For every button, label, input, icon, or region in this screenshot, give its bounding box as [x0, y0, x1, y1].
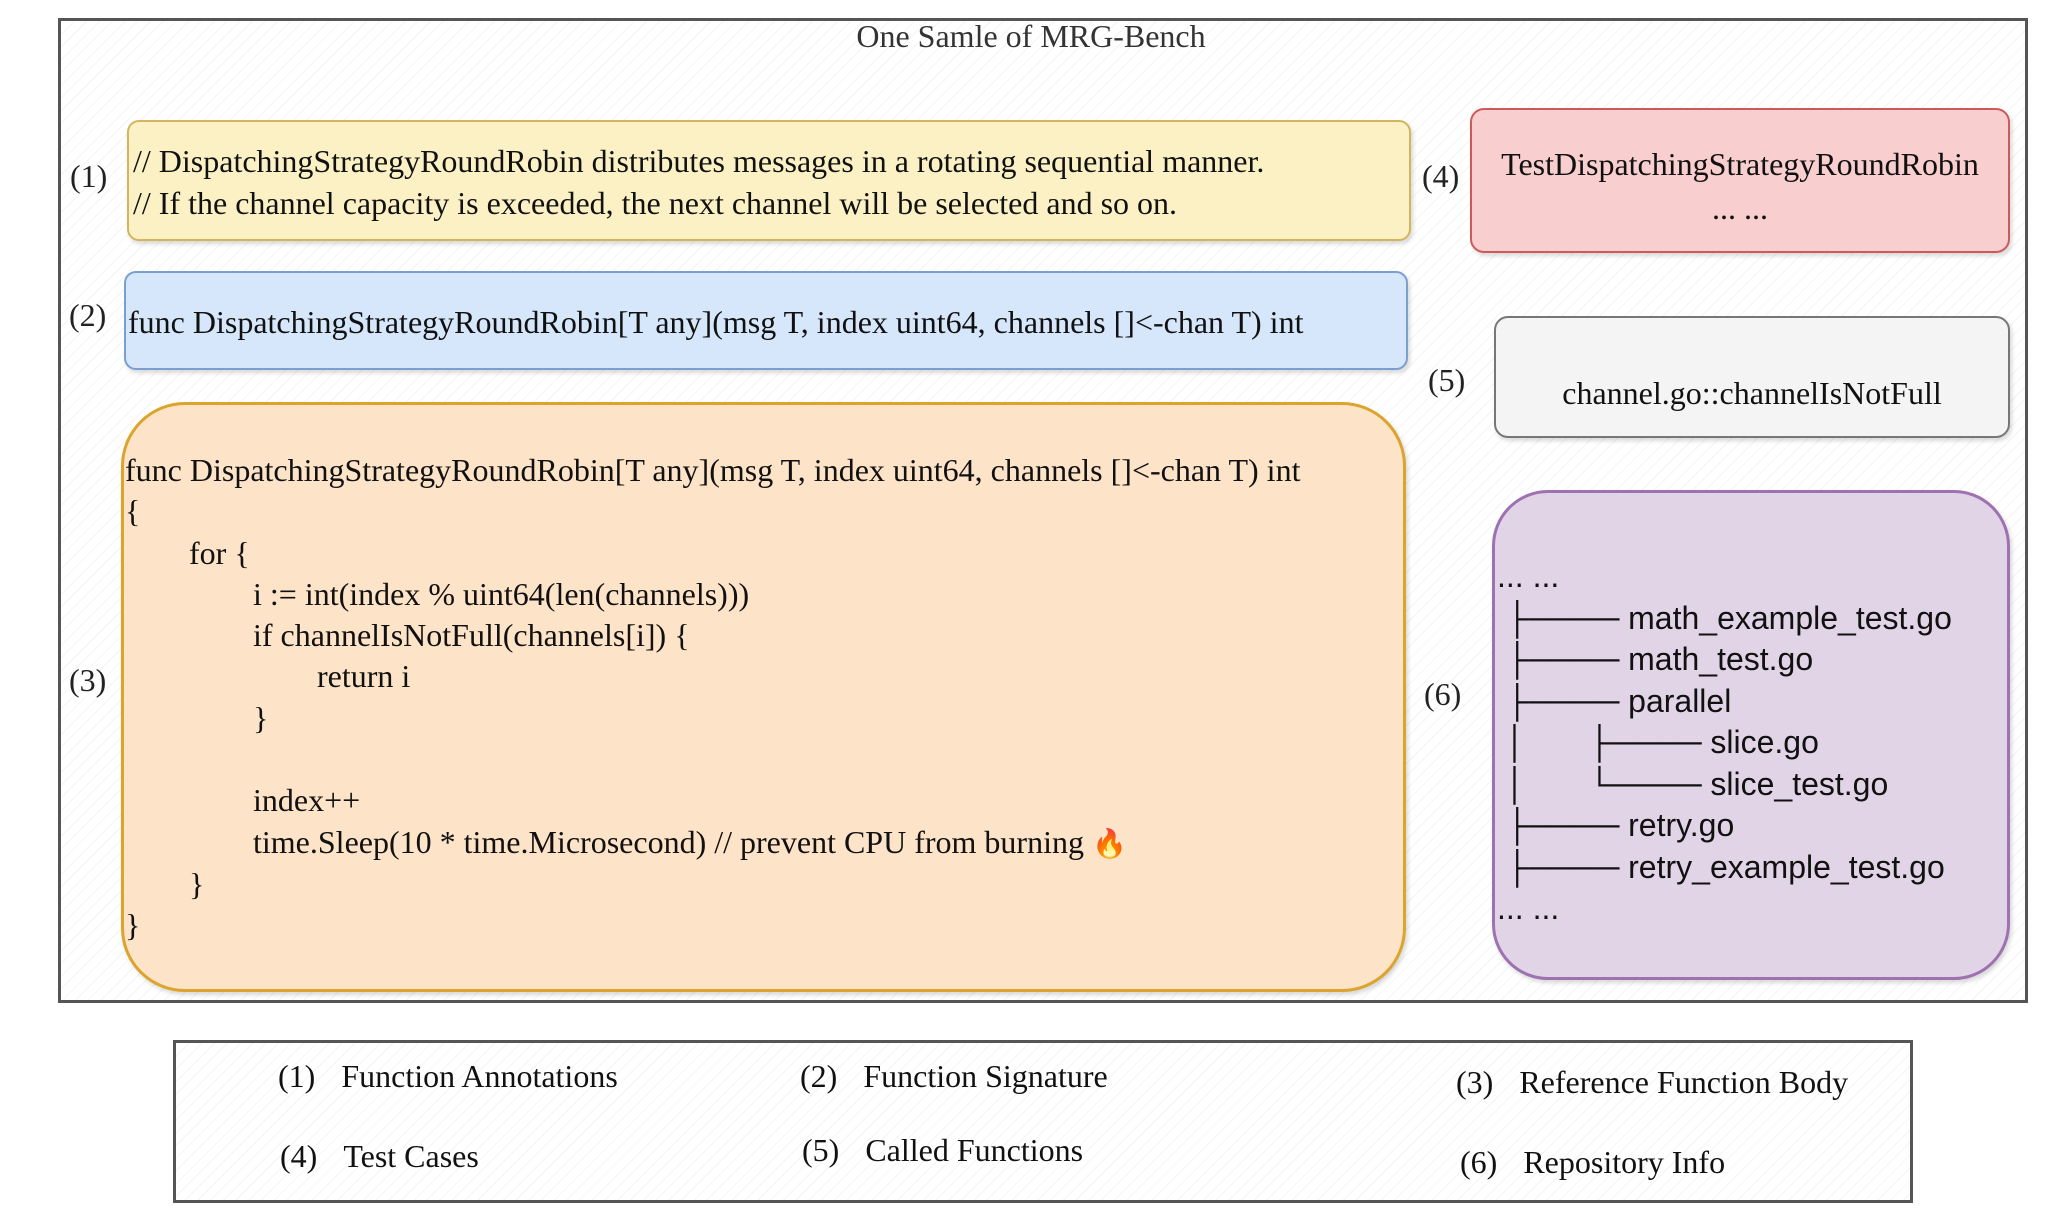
- diagram-title: One Samle of MRG-Bench: [856, 18, 1206, 54]
- tree-line: ├──── math_example_test.go: [1497, 599, 1952, 636]
- test-case-ellipsis: ... ...: [1712, 190, 1768, 226]
- function-annotations-box: // DispatchingStrategyRoundRobin distrib…: [127, 120, 1411, 241]
- tree-line: ... ...: [1497, 890, 1560, 926]
- legend-item-2: (2) Function Signature: [800, 1058, 1108, 1095]
- code-line: }: [125, 699, 269, 736]
- label-1: (1): [70, 158, 108, 194]
- legend-num: (2): [800, 1058, 838, 1094]
- reference-body-code: func DispatchingStrategyRoundRobin[T any…: [125, 450, 1300, 947]
- legend-text: Function Annotations: [341, 1058, 618, 1094]
- label-5: (5): [1428, 362, 1466, 398]
- tree-line: ├──── retry.go: [1497, 807, 1735, 843]
- called-function-text: channel.go::channelIsNotFull: [1562, 375, 1942, 411]
- called-functions-box: channel.go::channelIsNotFull: [1494, 316, 2010, 438]
- reference-body-box: [121, 402, 1406, 992]
- legend-frame: [173, 1040, 1913, 1203]
- code-line: index++: [125, 782, 361, 819]
- code-line: [125, 739, 1300, 780]
- code-line: for {: [125, 534, 250, 571]
- label-6: (6): [1424, 676, 1462, 712]
- legend-text: Repository Info: [1523, 1144, 1726, 1180]
- label-2: (2): [69, 297, 107, 333]
- code-line: }: [125, 907, 141, 944]
- legend-text: Called Functions: [865, 1132, 1084, 1168]
- legend-num: (3): [1456, 1064, 1494, 1100]
- code-line-with-icon: time.Sleep(10 * time.Microsecond) // pre…: [125, 822, 1300, 864]
- legend-num: (5): [802, 1132, 840, 1168]
- tree-line: ├──── retry_example_test.go: [1497, 848, 1945, 885]
- code-line: i := int(index % uint64(len(channels))): [125, 575, 750, 612]
- label-3: (3): [69, 662, 107, 698]
- repository-info-box: [1492, 490, 2010, 980]
- code-line: if channelIsNotFull(channels[i]) {: [125, 617, 690, 654]
- annotation-line-2: // If the channel capacity is exceeded, …: [133, 185, 1178, 221]
- tree-line: │ ├──── slice.go: [1497, 724, 1819, 760]
- annotation-line-1: // DispatchingStrategyRoundRobin distrib…: [133, 143, 1265, 179]
- tree-line: │ └──── slice_test.go: [1497, 765, 1889, 802]
- fire-icon: 🔥: [1091, 826, 1127, 860]
- legend-item-1: (1) Function Annotations: [278, 1058, 618, 1095]
- tree-line: ├──── math_test.go: [1497, 641, 1814, 677]
- function-signature-box: func DispatchingStrategyRoundRobin[T any…: [124, 271, 1408, 370]
- legend-text: Reference Function Body: [1519, 1064, 1849, 1100]
- code-line: }: [125, 865, 205, 902]
- signature-text: func DispatchingStrategyRoundRobin[T any…: [128, 304, 1304, 340]
- legend-item-6: (6) Repository Info: [1460, 1144, 1725, 1181]
- test-case-name: TestDispatchingStrategyRoundRobin: [1501, 146, 1979, 182]
- legend-text: Function Signature: [863, 1058, 1108, 1094]
- legend-item-3: (3) Reference Function Body: [1456, 1064, 1848, 1101]
- label-4: (4): [1422, 158, 1460, 194]
- legend-num: (1): [278, 1058, 316, 1094]
- code-line: return i: [125, 658, 411, 695]
- legend-text: Test Cases: [343, 1138, 479, 1174]
- test-cases-box: TestDispatchingStrategyRoundRobin ... ...: [1470, 108, 2010, 253]
- tree-line: ├──── parallel: [1497, 682, 1732, 719]
- legend-num: (6): [1460, 1144, 1498, 1180]
- tree-line: ... ...: [1497, 558, 1560, 594]
- legend-item-4: (4) Test Cases: [280, 1138, 479, 1175]
- repository-tree: ... ... ├──── math_example_test.go ├────…: [1497, 556, 1952, 930]
- code-line: func DispatchingStrategyRoundRobin[T any…: [125, 452, 1301, 488]
- code-line: time.Sleep(10 * time.Microsecond) // pre…: [125, 823, 1092, 860]
- code-line: {: [125, 493, 141, 530]
- legend-num: (4): [280, 1138, 318, 1174]
- legend-item-5: (5) Called Functions: [802, 1132, 1083, 1169]
